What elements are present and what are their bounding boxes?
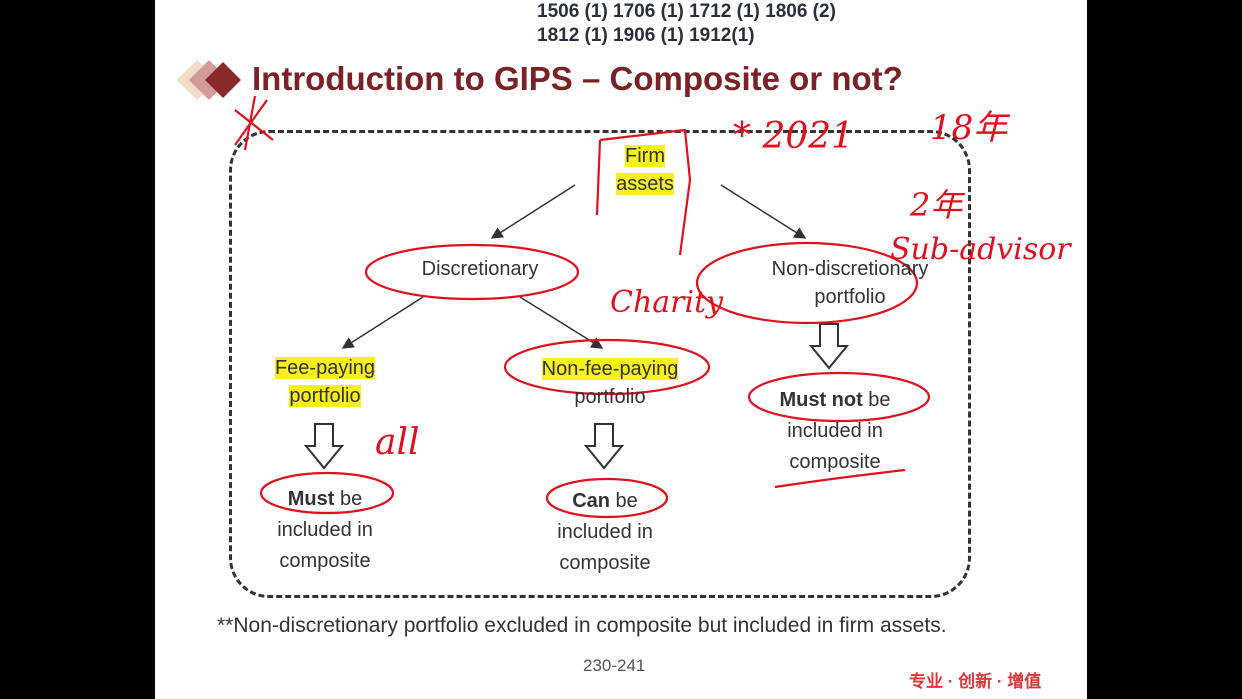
exam-codes-line2: 1812 (1) 1906 (1) 1912(1) [537,25,755,46]
slide-title: Introduction to GIPS – Composite or not? [252,60,903,97]
slogan: 专业 · 创新 · 增值 [909,672,1042,691]
annotation-year: * 2021 [733,116,855,157]
handwritten-marks [234,95,931,519]
annotation-right2: 2年 [910,186,963,224]
diagram-arrows [234,95,931,519]
annotation-sub-advisor: Sub-advisor [890,232,1071,267]
diagram-frame [229,130,971,598]
footnote: **Non-discretionary portfolio excluded i… [217,614,947,637]
exam-codes-line1: 1506 (1) 1706 (1) 1712 (1) 1806 (2) [537,1,836,22]
slide: 1506 (1) 1706 (1) 1712 (1) 1806 (2) 1812… [155,0,1087,699]
page-reference: 230-241 [583,656,646,675]
down-arrows [303,323,850,470]
annotation-charity: Charity [610,285,724,320]
annotation-right1: 18年 [930,108,1008,148]
annotation-all: all [375,422,420,463]
diamond-bullet-icon [177,60,241,100]
node-discretionary: Discretionary [421,258,539,280]
